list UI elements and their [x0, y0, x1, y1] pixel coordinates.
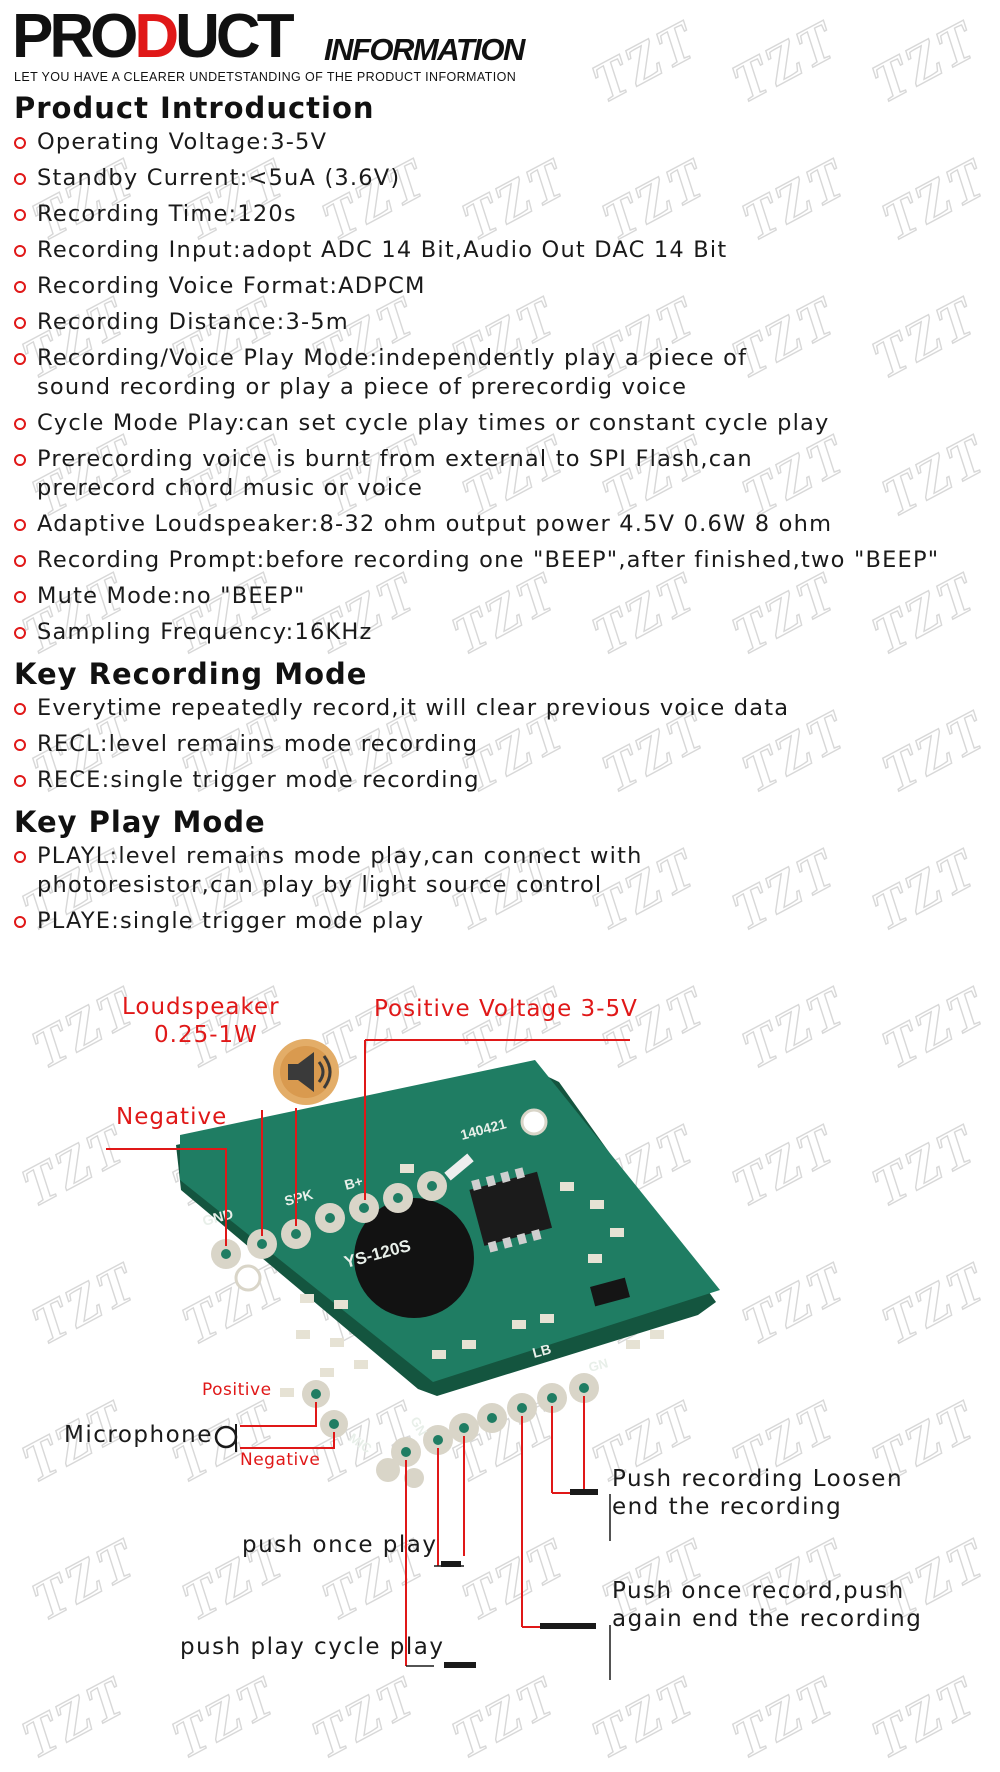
spec-item: Everytime repeatedly record,it will clea…	[14, 694, 974, 723]
bullet-icon	[14, 519, 26, 531]
section-title-key-play-mode: Key Play Mode	[14, 805, 266, 839]
spec-text: PLAYE:single trigger mode play	[37, 908, 425, 934]
bullet-icon	[14, 555, 26, 567]
spec-text: Recording/Voice Play Mode:independently …	[37, 345, 748, 400]
push-once-play-label: push once play	[242, 1532, 438, 1558]
bullet-icon	[14, 173, 26, 185]
silk-gn2: GN	[587, 1355, 610, 1375]
spec-text: Recording Voice Format:ADPCM	[37, 273, 426, 299]
bullet-icon	[14, 353, 26, 365]
mic-positive-label: Positive	[202, 1380, 272, 1400]
speaker-icon	[273, 1039, 339, 1105]
bullet-icon	[14, 454, 26, 466]
bullet-icon	[14, 209, 26, 221]
loudspeaker-power-label: 0.25-1W	[154, 1022, 258, 1048]
spec-text: Adaptive Loudspeaker:8-32 ohm output pow…	[37, 511, 833, 537]
bullet-icon	[14, 703, 26, 715]
microphone-icon	[214, 1424, 238, 1452]
brand-tagline: LET YOU HAVE A CLEARER UNDETSTANDING OF …	[14, 70, 517, 84]
spec-text: Standby Current:<5uA (3.6V)	[37, 165, 401, 191]
push-recording-label-2: end the recording	[612, 1494, 843, 1520]
brand-part-c: UCT	[175, 2, 294, 71]
spec-item: Adaptive Loudspeaker:8-32 ohm output pow…	[14, 510, 974, 539]
spec-text: Recording Time:120s	[37, 201, 297, 227]
bullet-icon	[14, 916, 26, 928]
spec-text: RECL:level remains mode recording	[37, 731, 479, 757]
bullet-icon	[14, 627, 26, 639]
negative-label: Negative	[116, 1104, 228, 1130]
section-title-key-recording-mode: Key Recording Mode	[14, 657, 368, 691]
spec-item: Recording Prompt:before recording one "B…	[14, 546, 974, 575]
spec-item: Recording/Voice Play Mode:independently …	[14, 344, 772, 402]
silk-b: B+	[343, 1173, 365, 1193]
spec-text: Recording Prompt:before recording one "B…	[37, 547, 940, 573]
page-header: PRODUCT INFORMATION LET YOU HAVE A CLEAR…	[12, 6, 602, 86]
spec-item: Operating Voltage:3-5V	[14, 128, 974, 157]
spec-text: Everytime repeatedly record,it will clea…	[37, 695, 790, 721]
spec-item: Cycle Mode Play:can set cycle play times…	[14, 409, 974, 438]
section-title-product-introduction: Product Introduction	[14, 91, 375, 125]
spec-item: RECE:single trigger mode recording	[14, 766, 974, 795]
black-leaders	[406, 1494, 611, 1680]
brand-subtitle: INFORMATION	[324, 32, 525, 67]
spec-item: Recording Time:120s	[14, 200, 974, 229]
spec-item: Recording Input:adopt ADC 14 Bit,Audio O…	[14, 236, 974, 265]
push-play-cycle-label: push play cycle play	[180, 1634, 445, 1660]
mic-negative-label: Negative	[240, 1450, 321, 1470]
spec-item: Prerecording voice is burnt from externa…	[14, 445, 772, 503]
brand-part-b: D	[134, 2, 179, 71]
spec-text: Operating Voltage:3-5V	[37, 129, 328, 155]
spec-item: PLAYL:level remains mode play,can connec…	[14, 842, 867, 900]
push-recording-label: Push recording Loosen	[612, 1466, 904, 1492]
bullet-icon	[14, 851, 26, 863]
spec-text: Sampling Frequency:16KHz	[37, 619, 373, 645]
brand-title: PRODUCT	[12, 6, 295, 68]
spec-item: Recording Voice Format:ADPCM	[14, 272, 974, 301]
spec-item: Standby Current:<5uA (3.6V)	[14, 164, 974, 193]
silk-lb: LB	[531, 1341, 553, 1361]
spec-text: RECE:single trigger mode recording	[37, 767, 480, 793]
brand-part-a: PRO	[12, 2, 138, 71]
chip-blob	[354, 1198, 474, 1318]
spec-text: Recording Input:adopt ADC 14 Bit,Audio O…	[37, 237, 728, 263]
loudspeaker-label: Loudspeaker	[122, 994, 280, 1020]
spec-item: Mute Mode:no "BEEP"	[14, 582, 974, 611]
spec-text: Mute Mode:no "BEEP"	[37, 583, 306, 609]
bullet-icon	[14, 317, 26, 329]
spec-content: Product Introduction Operating Voltage:3…	[14, 88, 974, 943]
switch-symbols	[441, 1489, 598, 1668]
microphone-label: Microphone	[64, 1422, 213, 1448]
bullet-icon	[14, 281, 26, 293]
bullet-icon	[14, 245, 26, 257]
spec-item: PLAYE:single trigger mode play	[14, 907, 974, 936]
positive-voltage-label: Positive Voltage 3-5V	[374, 996, 638, 1022]
silk-spk: SPK	[283, 1186, 315, 1209]
push-once-record-label-2: again end the recording	[612, 1606, 923, 1632]
ic-chip	[469, 1167, 553, 1253]
pcb-board: GND SPK B+ YS-120S 140421 MIC GN LB GN	[176, 1060, 720, 1488]
bullet-icon	[14, 739, 26, 751]
spec-item: Sampling Frequency:16KHz	[14, 618, 974, 647]
spec-item: Recording Distance:3-5m	[14, 308, 974, 337]
spec-text: Recording Distance:3-5m	[37, 309, 349, 335]
spec-text: PLAYL:level remains mode play,can connec…	[37, 843, 643, 898]
spec-item: RECL:level remains mode recording	[14, 730, 974, 759]
spec-text: Prerecording voice is burnt from externa…	[37, 446, 753, 501]
bullet-icon	[14, 775, 26, 787]
spec-text: Cycle Mode Play:can set cycle play times…	[37, 410, 830, 436]
pcb-diagram: GND SPK B+ YS-120S 140421 MIC GN LB GN	[106, 1039, 720, 1680]
silk-mic: MIC	[346, 1430, 375, 1456]
push-once-record-label: Push once record,push	[612, 1578, 905, 1604]
bullet-icon	[14, 591, 26, 603]
bullet-icon	[14, 418, 26, 430]
leader-lines	[106, 1039, 630, 1666]
bullet-icon	[14, 137, 26, 149]
